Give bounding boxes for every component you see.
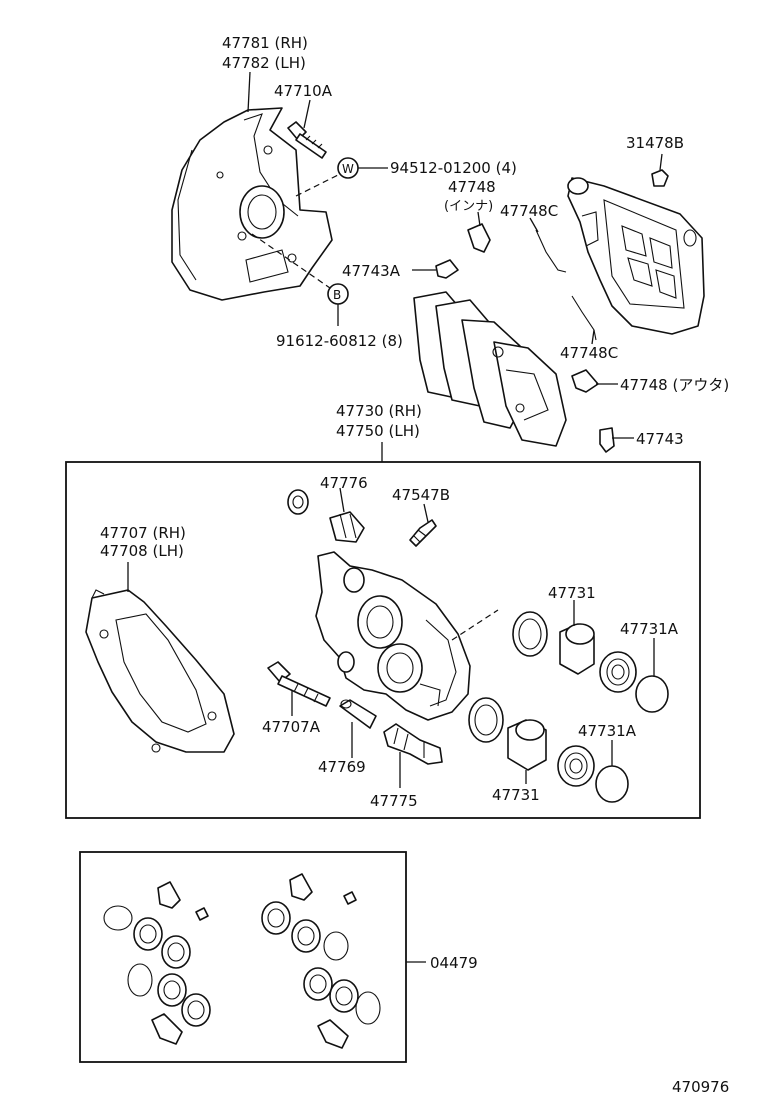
label-bushing: 47769 — [318, 758, 366, 776]
label-clip-c-bottom: 47748C — [560, 344, 618, 362]
clip-inner — [467, 223, 491, 253]
shim — [599, 427, 615, 453]
caliper-body — [315, 551, 471, 721]
label-washer-spec: 94512-01200 (4) — [390, 159, 517, 177]
label-mount-lh: 47708 (LH) — [100, 542, 184, 560]
washer-mark: W — [342, 162, 354, 176]
label-bleeder: 47547B — [392, 486, 450, 504]
dash-piston — [451, 609, 499, 641]
label-caliper-rh: 47730 (RH) — [336, 402, 422, 420]
label-mount-rh: 47707 (RH) — [100, 524, 186, 542]
spring-clip-top — [535, 229, 567, 273]
leader-clip-c-top — [529, 217, 539, 233]
bolt-47710a — [287, 121, 327, 159]
dash-bolt — [251, 233, 331, 289]
kit-right-set — [261, 873, 381, 1049]
label-shield-lh: 47782 (LH) — [222, 54, 306, 72]
leader-shield — [247, 71, 251, 113]
label-clip-outer: 47748 (アウタ) — [620, 376, 729, 394]
mounting-bracket — [85, 589, 235, 753]
label-clip-inner-note: (インナ) — [444, 199, 493, 214]
label-bolt-707a: 47707A — [262, 718, 321, 736]
repair-kit-box — [79, 851, 407, 1063]
label-shield-rh: 47781 (RH) — [222, 34, 308, 52]
clip-outer — [571, 369, 599, 393]
figure-number: 470976 — [672, 1078, 729, 1096]
leader-bolt-a — [303, 99, 311, 129]
caliper-housing-top — [567, 177, 705, 335]
dash-washer — [295, 173, 341, 197]
seal-bottom-ring — [595, 765, 629, 803]
leader-bleeder — [423, 503, 429, 523]
label-kit: 04479 — [430, 954, 478, 972]
piston-top — [559, 623, 595, 675]
label-caliper-lh: 47750 (LH) — [336, 422, 420, 440]
seal-top-outer — [599, 651, 637, 693]
label-seal-bottom: 47731A — [578, 722, 637, 740]
piston-ring-top — [512, 611, 548, 657]
leader-boot — [339, 487, 345, 513]
bolt-mark: B — [333, 288, 341, 302]
label-boot: 47776 — [320, 474, 368, 492]
bolt-47707a — [267, 661, 331, 707]
seal-bottom-outer — [557, 745, 595, 787]
label-clip-c-top: 47748C — [500, 202, 558, 220]
label-piston-top: 47731 — [548, 584, 596, 602]
piston-bottom — [507, 719, 547, 771]
label-piston-bottom: 47731 — [492, 786, 540, 804]
shim-a — [435, 259, 459, 279]
seal-top-ring — [635, 675, 669, 713]
label-shim: 47743 — [636, 430, 684, 448]
spring-clip-bottom — [571, 295, 597, 341]
label-clip-inner: 47748 — [448, 178, 496, 196]
leader-bleeder-cap — [659, 153, 663, 171]
label-seal-top: 47731A — [620, 620, 679, 638]
caliper-assembly-box — [65, 461, 701, 819]
label-bolt-spec: 91612-60812 (8) — [276, 332, 403, 350]
label-bolt-a: 47710A — [274, 82, 333, 100]
label-bleeder-cap: 31478B — [626, 134, 684, 152]
brake-pads — [413, 291, 567, 447]
boot — [329, 511, 365, 543]
bushing — [339, 699, 377, 729]
label-shim-a: 47743A — [342, 262, 401, 280]
kit-left-set — [103, 881, 211, 1045]
label-slide-pin: 47775 — [370, 792, 418, 810]
leader-clip-c-bottom — [591, 329, 595, 345]
dust-shield — [171, 107, 333, 301]
bleeder-screw — [409, 519, 437, 547]
leader-clip-inner — [477, 211, 481, 227]
piston-ring-bottom — [468, 697, 504, 743]
slide-pin — [383, 723, 443, 765]
bleeder-cap — [651, 169, 669, 187]
boot-ring — [287, 489, 309, 515]
